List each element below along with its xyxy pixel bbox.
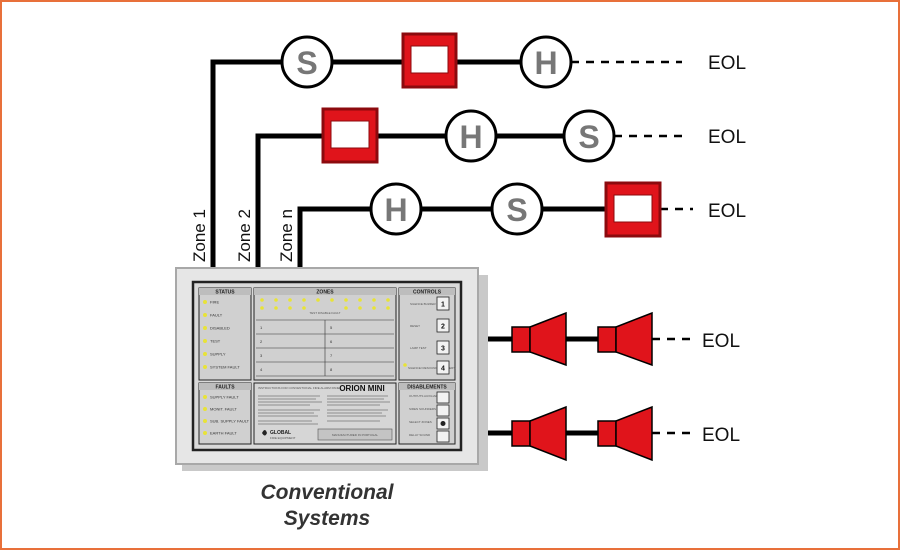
zone-number: 2 xyxy=(260,339,263,344)
heat-detector: H xyxy=(519,35,573,89)
zone-number: 7 xyxy=(330,353,333,358)
heat-detector-letter: H xyxy=(534,45,557,81)
fault-item: EARTH FAULT xyxy=(210,431,237,436)
panel-controls-header: CONTROLS xyxy=(413,290,442,296)
fault-item: SUB. SUPPLY FAULT xyxy=(210,419,250,424)
panel-faults-header: FAULTS xyxy=(215,385,235,391)
zone-rows: 1 5 2 6 3 7 4 8 xyxy=(256,319,394,377)
eol-label: EOL xyxy=(702,425,740,446)
zone-number: 4 xyxy=(260,367,263,372)
status-item: TEST xyxy=(210,339,221,344)
disablement-label: SELECT ZONES xyxy=(409,420,432,424)
smoke-detector: S xyxy=(562,109,616,163)
eol-label: EOL xyxy=(702,331,740,352)
control-key: 2 xyxy=(441,324,445,331)
caption-line-1: Conventional xyxy=(260,481,394,504)
zone-led-grid xyxy=(260,298,390,310)
heat-detector-letter: H xyxy=(459,119,482,155)
disablement-label: SIREN SOUNDERS xyxy=(409,407,436,411)
fire-alarm-control-panel: STATUS FIRE FAULT DISABLED TEST SUPPLY S… xyxy=(175,267,488,471)
zone-number: 5 xyxy=(330,325,333,330)
zone-1-label: Zone 1 xyxy=(190,209,209,262)
status-item: FIRE xyxy=(210,300,219,305)
fault-item: MONIT. FAULT xyxy=(210,407,237,412)
zone-n-circuit: H S EOL xyxy=(297,181,746,268)
panel-brand-name: GLOBAL xyxy=(270,430,291,436)
zone-status-text: TEST DISABLE FAULT xyxy=(309,311,340,315)
zone-2-circuit: H S EOL xyxy=(255,107,746,268)
zone-number: 3 xyxy=(260,353,263,358)
heat-detector: H xyxy=(369,182,423,236)
zone-n-label: Zone n xyxy=(277,209,296,262)
smoke-detector-letter: S xyxy=(506,192,527,228)
zone-1-wire xyxy=(210,59,283,268)
control-label: RESET xyxy=(410,324,420,328)
zone-2-wire xyxy=(255,133,323,268)
panel-status-header: STATUS xyxy=(215,290,235,296)
control-key: 3 xyxy=(441,346,445,353)
eol-label: EOL xyxy=(708,53,746,74)
status-item: SYSTEM FAULT xyxy=(210,365,240,370)
caption-line-2: Systems xyxy=(284,507,370,530)
smoke-detector-letter: S xyxy=(578,119,599,155)
disablement-label: OUTPUTS AUXILIARY xyxy=(409,394,440,398)
smoke-detector: S xyxy=(490,182,544,236)
zone-1-circuit: S H EOL xyxy=(210,32,746,268)
panel-control-keys: SILENCE BUZZER 1 RESET 2 LAMP TEST 3 SIL… xyxy=(403,296,455,375)
zone-number: 1 xyxy=(260,325,263,330)
control-key: 4 xyxy=(441,366,445,373)
panel-status-list: FIRE FAULT DISABLED TEST SUPPLY SYSTEM F… xyxy=(203,300,240,370)
eol-label: EOL xyxy=(708,201,746,222)
panel-footer-text: MANUFACTURED IN PORTUGAL xyxy=(332,433,378,437)
sounder-icon xyxy=(511,311,567,367)
panel-brand-sub: FIRE EQUIPMENT xyxy=(270,436,296,440)
global-logo: GLOBAL FIRE EQUIPMENT xyxy=(262,430,296,440)
disablement-label: DELAY SOUND xyxy=(409,433,431,437)
control-key: 1 xyxy=(441,302,445,309)
manual-call-point xyxy=(604,181,662,238)
zone-number: 6 xyxy=(330,339,333,344)
panel-zones-header: ZONES xyxy=(316,290,334,296)
smoke-detector: S xyxy=(280,35,334,89)
instructions-body xyxy=(258,395,390,425)
heat-detector: H xyxy=(444,109,498,163)
sounder-circuit-1: EOL xyxy=(478,311,740,367)
sounder-icon xyxy=(597,311,653,367)
instructions-title: INSTRUCTIONS FOR CONVENTIONAL FIRE ALARM… xyxy=(258,386,342,390)
status-item: DISABLED xyxy=(210,326,230,331)
control-label: SILENCE/ RESOUND SOUNDERS xyxy=(408,366,455,370)
heat-detector-letter: H xyxy=(384,192,407,228)
zone-2-label: Zone 2 xyxy=(235,209,254,262)
sounder-icon xyxy=(597,405,653,462)
panel-disablements-header: DISABLEMENTS xyxy=(407,385,447,391)
status-item: SUPPLY xyxy=(210,352,226,357)
status-item: FAULT xyxy=(210,313,223,318)
control-label: LAMP TEST xyxy=(410,346,427,350)
panel-fault-list: SUPPLY FAULT MONIT. FAULT SUB. SUPPLY FA… xyxy=(203,395,250,436)
panel-disablement-keys: OUTPUTS AUXILIARY SIREN SOUNDERS SELECT … xyxy=(409,391,450,443)
fault-item: SUPPLY FAULT xyxy=(210,395,239,400)
sounder-icon xyxy=(511,405,567,462)
manual-call-point xyxy=(321,107,379,164)
zone-n-wire xyxy=(297,206,371,268)
sounder-circuit-2: EOL xyxy=(478,405,740,462)
manual-call-point xyxy=(401,32,458,89)
eol-label: EOL xyxy=(708,127,746,148)
panel-model-name: ORION MINI xyxy=(339,384,384,393)
control-label: SILENCE BUZZER xyxy=(410,302,437,306)
smoke-detector-letter: S xyxy=(296,45,317,81)
zone-number: 8 xyxy=(330,367,333,372)
